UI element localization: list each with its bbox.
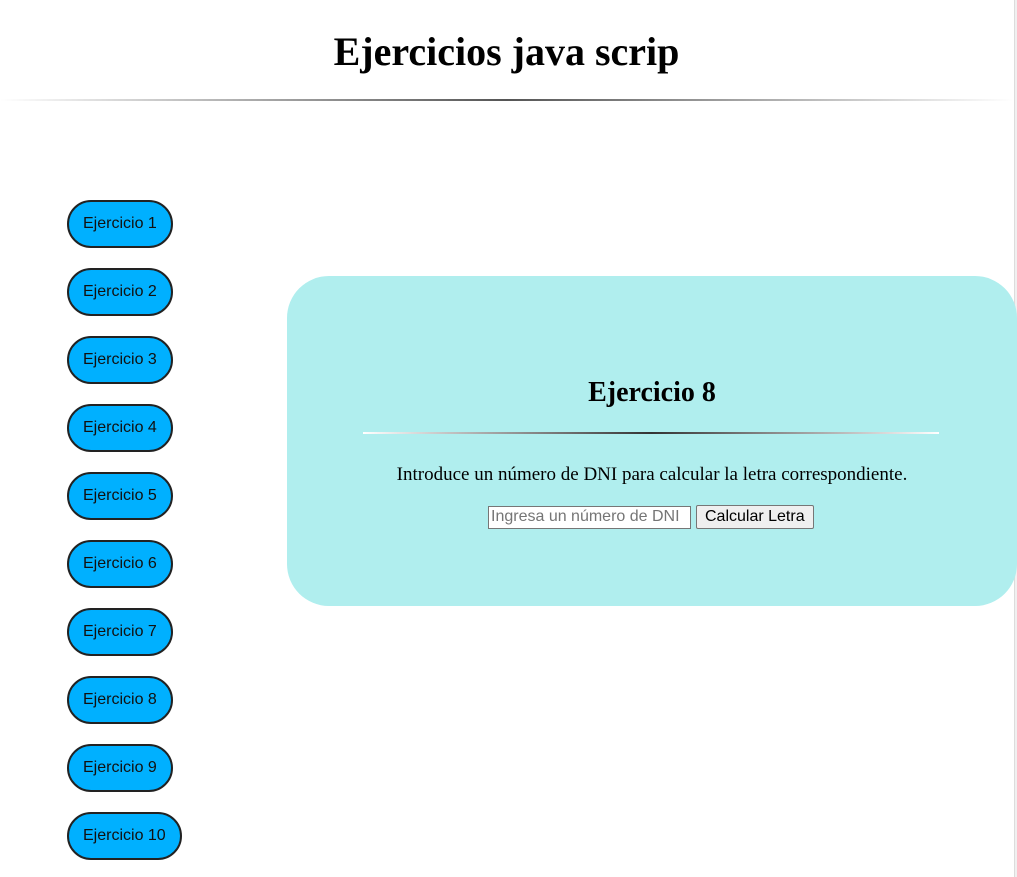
nav-button-ejercicio-1[interactable]: Ejercicio 1: [67, 200, 173, 248]
dni-form: Calcular Letra: [488, 505, 814, 529]
header-divider: [0, 99, 1013, 101]
nav-button-ejercicio-9[interactable]: Ejercicio 9: [67, 744, 173, 792]
calculate-letter-button[interactable]: Calcular Letra: [696, 505, 814, 529]
nav-button-ejercicio-10[interactable]: Ejercicio 10: [67, 812, 182, 860]
dni-input[interactable]: [488, 505, 691, 529]
page-title: Ejercicios java scrip: [333, 29, 680, 74]
exercise-description: Introduce un número de DNI para calcular…: [396, 464, 908, 485]
nav-button-ejercicio-5[interactable]: Ejercicio 5: [67, 472, 173, 520]
exercise-divider: [363, 432, 939, 434]
nav-button-ejercicio-3[interactable]: Ejercicio 3: [67, 336, 173, 384]
page-header: Ejercicios java scrip: [0, 0, 1013, 101]
nav-button-ejercicio-2[interactable]: Ejercicio 2: [67, 268, 173, 316]
nav-button-ejercicio-6[interactable]: Ejercicio 6: [67, 540, 173, 588]
exercise-card: Ejercicio 8 Introduce un número de DNI p…: [287, 276, 1017, 606]
exercise-title: Ejercicio 8: [588, 377, 716, 408]
nav-button-ejercicio-7[interactable]: Ejercicio 7: [67, 608, 173, 656]
exercise-nav: Ejercicio 1 Ejercicio 2 Ejercicio 3 Ejer…: [67, 200, 182, 877]
nav-button-ejercicio-8[interactable]: Ejercicio 8: [67, 676, 173, 724]
nav-button-ejercicio-4[interactable]: Ejercicio 4: [67, 404, 173, 452]
